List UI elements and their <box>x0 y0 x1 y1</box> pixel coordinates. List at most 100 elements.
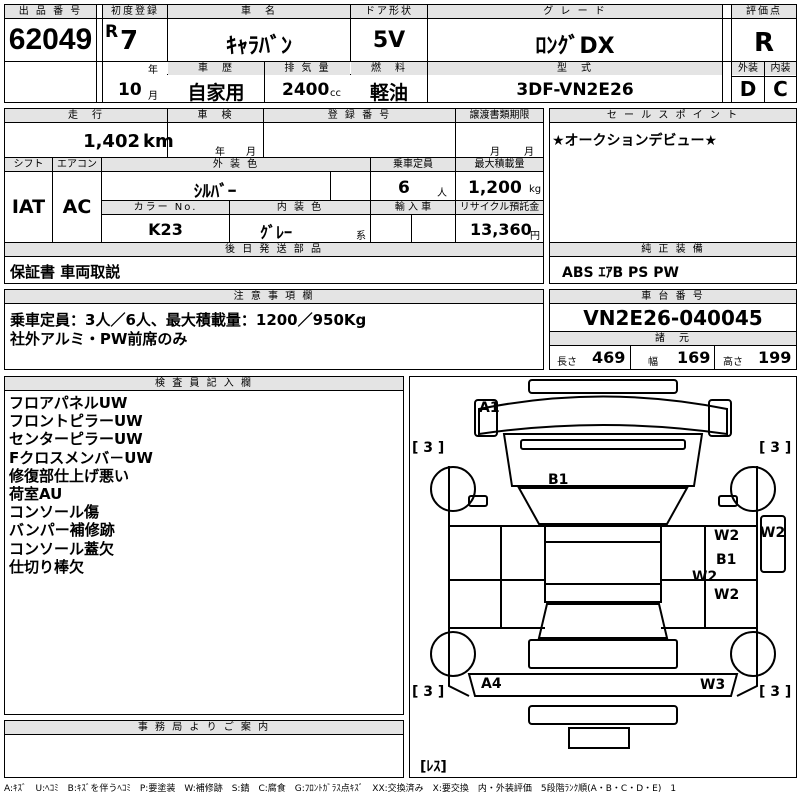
sale-point-text: ★オークションデビュー★ <box>552 133 718 149</box>
office-label: 事 務 局 よ り ご 案 内 <box>5 721 403 734</box>
displacement-label: 排 気 量 <box>265 62 350 75</box>
inspector-note: センターピラーUW <box>9 430 143 449</box>
int-color-value: ｸﾞﾚｰ <box>260 223 293 242</box>
int-color-label: 内 装 色 <box>230 201 370 214</box>
damage-mark: W2 <box>760 525 786 541</box>
inspector-note: フロアパネルUW <box>9 394 128 412</box>
car-name: ｷｬﾗﾊﾞﾝ <box>225 34 292 59</box>
mileage-value: 1,402 <box>83 131 140 152</box>
inspector-block <box>4 376 404 715</box>
recycle-value: 13,360 <box>470 220 532 239</box>
interior-score: C <box>773 77 788 101</box>
score-value: R <box>753 28 775 58</box>
month-unit: 月 <box>148 91 158 102</box>
notes-block <box>4 289 544 370</box>
color-no-label: カラー No. <box>102 201 229 214</box>
reg-era: R <box>105 22 119 42</box>
cc-unit: cc <box>330 88 341 99</box>
kei-unit: 系 <box>356 231 366 242</box>
damage-mark: A1 <box>479 400 500 416</box>
header-block <box>4 4 797 103</box>
tire-mark: [ 3 ] <box>412 684 445 700</box>
plate-label: 登 録 番 号 <box>264 109 455 122</box>
later-parts-label: 後 日 発 送 部 品 <box>5 243 543 256</box>
inspector-note: バンパー補修跡 <box>9 521 115 540</box>
width-value: 169 <box>677 348 711 367</box>
legend-text: A:ｷｽﾞ U:ﾍｺﾐ B:ｷｽﾞを伴うﾍｺﾐ P:要塗装 W:補修跡 S:錆 … <box>4 784 677 794</box>
damage-diagram-panel <box>409 376 797 778</box>
chassis-block <box>549 289 797 370</box>
fuel-label: 燃 料 <box>351 62 427 75</box>
reg-month: 10 <box>118 80 142 100</box>
damage-mark: B1 <box>548 472 569 488</box>
inspector-note: 仕切り棒欠 <box>9 557 85 576</box>
km-unit: km <box>143 131 174 152</box>
color-no-value: K23 <box>148 220 183 239</box>
max-load-label: 最大積載量 <box>456 158 543 171</box>
model-value: 3DF-VN2E26 <box>516 80 634 100</box>
length-value: 469 <box>592 348 626 367</box>
fuel-value: 軽油 <box>369 82 408 104</box>
grade-value: ﾛﾝｸﾞDX <box>535 34 615 59</box>
displacement-value: 2400 <box>282 80 330 100</box>
tire-mark: [ 3 ] <box>759 440 792 456</box>
history-label: 車 歴 <box>168 62 264 75</box>
genuine-label: 純 正 装 備 <box>550 243 796 256</box>
inspector-label: 検 査 員 記 入 欄 <box>5 377 403 390</box>
history-value: 自家用 <box>187 82 245 104</box>
tire-mark: [ 3 ] <box>759 684 792 700</box>
inspector-note: 荷室AU <box>9 485 63 504</box>
office-block <box>4 720 404 778</box>
damage-mark: W2 <box>714 587 740 603</box>
inspector-note: Fクロスメンバ－UW <box>9 448 153 467</box>
inspector-note: 修復部仕上げ悪い <box>9 466 130 485</box>
doors-label: ドア形状 <box>351 5 427 18</box>
aircon-value: AC <box>62 196 92 218</box>
genuine-value: ABS ｴｱB PS PW <box>562 265 679 281</box>
car-name-label: 車 名 <box>168 5 350 18</box>
people-unit: 人 <box>437 188 447 199</box>
notes-label: 注 意 事 項 欄 <box>5 290 543 303</box>
doors-value: 5V <box>372 28 406 53</box>
damage-mark: W2 <box>714 528 740 544</box>
ext-color-value: ｼﾙﾊﾞｰ <box>193 182 237 202</box>
yen-unit: 円 <box>530 231 540 242</box>
damage-mark: W3 <box>700 677 726 693</box>
later-parts-value: 保証書 車両取説 <box>10 263 121 281</box>
import-label: 輸 入 車 <box>371 201 455 214</box>
damage-mark: W2 <box>692 569 718 585</box>
damage-mark: A4 <box>481 676 502 692</box>
max-load-value: 1,200 <box>468 178 522 198</box>
inspector-note: コンソール蓋欠 <box>9 539 115 558</box>
specs-label: 諸 元 <box>550 332 796 345</box>
inspector-note: コンソール傷 <box>9 503 100 522</box>
first-reg-label: 初度登録 <box>103 5 167 18</box>
car-diagram <box>430 379 786 749</box>
shift-label: シフト <box>5 158 52 171</box>
chassis-number: VN2E26-040045 <box>583 306 763 330</box>
height-value: 199 <box>758 348 792 367</box>
exterior-score: D <box>739 77 757 101</box>
exterior-label: 外装 <box>732 62 764 75</box>
capacity-value: 6 <box>398 178 410 198</box>
year-unit: 年 <box>148 65 158 76</box>
transfer-label: 譲渡書類期限 <box>456 109 543 122</box>
sale-points-label: セ ー ル ス ポ イ ン ト <box>550 109 796 122</box>
mileage-label: 走 行 <box>5 109 167 122</box>
width-label: 幅 <box>648 357 658 368</box>
lot-number: 62049 <box>8 23 93 56</box>
transfer-day-unit: 月 <box>524 147 534 158</box>
height-label: 高さ <box>723 357 743 368</box>
shift-value: IAT <box>11 196 46 218</box>
capacity-label: 乗車定員 <box>371 158 455 171</box>
interior-label: 内装 <box>765 62 796 75</box>
insp-month-unit: 月 <box>246 147 256 158</box>
lot-no-label: 出 品 番 号 <box>5 5 96 18</box>
aircon-label: エアコン <box>53 158 101 171</box>
grade-label: グ レ ー ド <box>428 5 722 18</box>
reg-year: 7 <box>120 26 139 56</box>
recycle-label: リサイクル預託金 <box>456 201 543 214</box>
tire-mark: [ 3 ] <box>412 440 445 456</box>
ext-color-label: 外 装 色 <box>102 158 370 171</box>
